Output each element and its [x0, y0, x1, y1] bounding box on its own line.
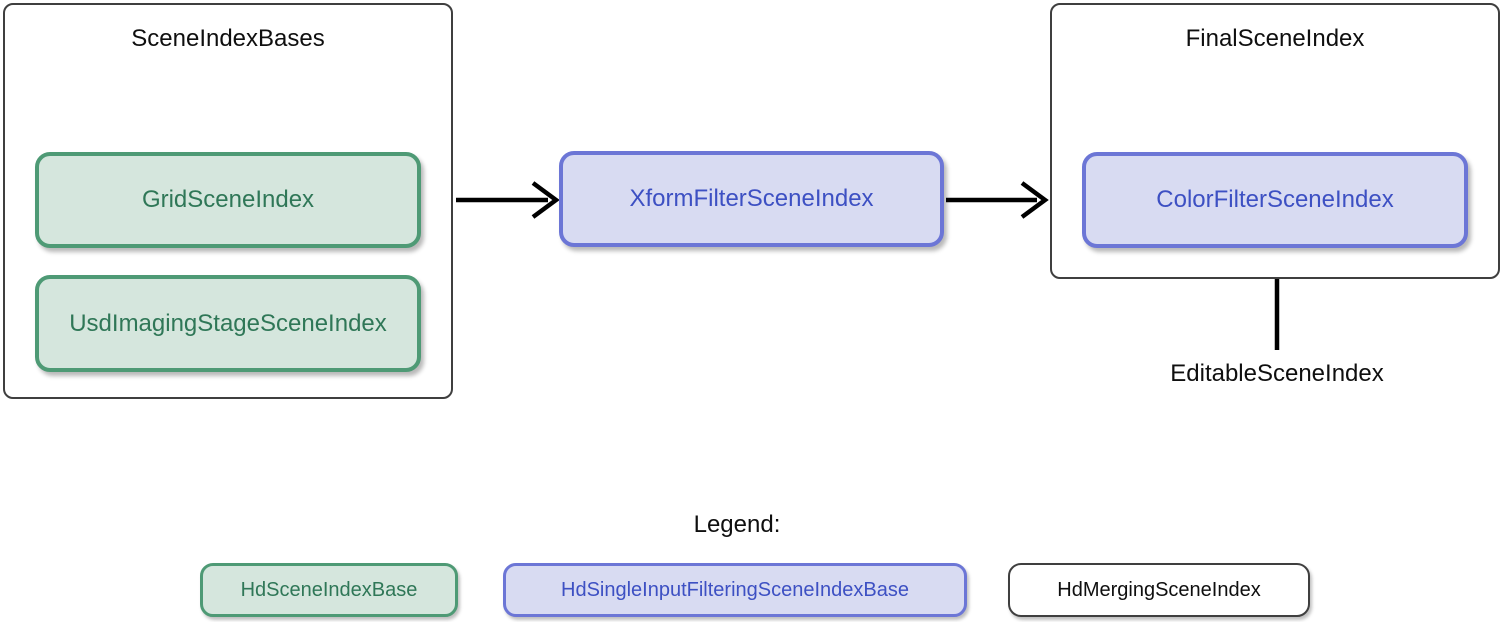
node-label: ColorFilterSceneIndex	[1156, 186, 1394, 213]
node-color-filter-scene-index: ColorFilterSceneIndex	[1082, 152, 1468, 248]
node-label: XformFilterSceneIndex	[629, 185, 874, 212]
scene-index-bases-title: SceneIndexBases	[131, 25, 325, 52]
final-scene-index-title: FinalSceneIndex	[1185, 25, 1365, 52]
arrow-bases-to-xform	[456, 181, 560, 219]
legend-item-label: HdMergingSceneIndex	[1057, 578, 1261, 601]
node-label: GridSceneIndex	[141, 186, 315, 213]
legend-item-hd-merging-scene-index: HdMergingSceneIndex	[1008, 563, 1310, 617]
legend-title: Legend:	[693, 511, 781, 538]
node-label: UsdImagingStageSceneIndex	[69, 309, 387, 337]
node-grid-scene-index: GridSceneIndex	[35, 152, 421, 248]
node-usd-imaging-stage-scene-index: UsdImagingStageSceneIndex	[35, 275, 421, 372]
legend-item-label: HdSceneIndexBase	[240, 578, 418, 601]
legend-item-hd-single-input-filtering-scene-index-base: HdSingleInputFilteringSceneIndexBase	[503, 563, 967, 617]
node-xform-filter-scene-index: XformFilterSceneIndex	[559, 151, 944, 247]
editable-scene-index-label: EditableSceneIndex	[1170, 360, 1384, 387]
arrow-xform-to-final	[946, 181, 1049, 219]
legend-item-hd-scene-index-base: HdSceneIndexBase	[200, 563, 458, 617]
legend-item-label: HdSingleInputFilteringSceneIndexBase	[561, 578, 909, 601]
